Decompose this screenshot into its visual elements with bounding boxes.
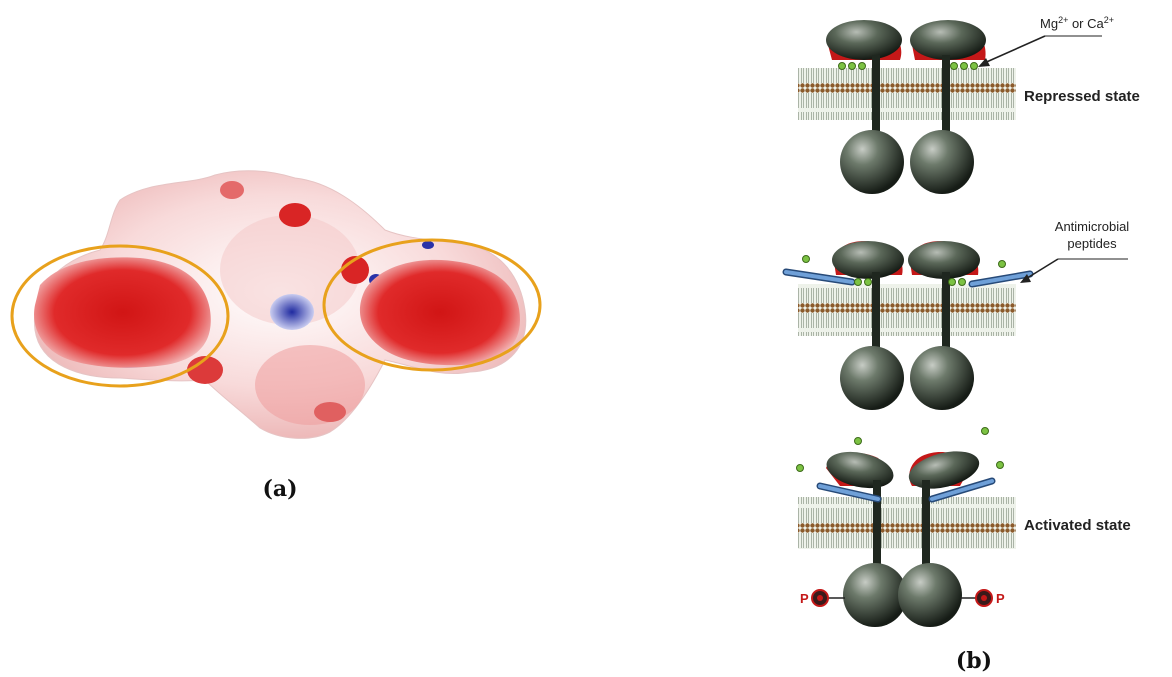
ion-label: Mg2+ or Ca2+: [1040, 15, 1114, 31]
periplasmic-domain: [908, 241, 980, 279]
caption-b: (b): [956, 648, 992, 674]
transmembrane-helix: [873, 480, 881, 575]
cytoplasmic-domain: [840, 346, 904, 410]
acidic-patch-left: [34, 257, 211, 368]
phospho-label: P: [996, 591, 1005, 606]
membrane-bilayer: [798, 284, 1016, 336]
pink-shading: [255, 345, 365, 425]
cytoplasmic-domain: [910, 130, 974, 194]
cytoplasmic-domain: [840, 130, 904, 194]
cytoplasmic-domain: [898, 563, 962, 627]
transmembrane-helix: [922, 480, 930, 575]
state-label-repressed: Repressed state: [1024, 88, 1140, 105]
state-label-activated: Activated state: [1024, 517, 1131, 534]
phospho-label: P: [800, 591, 809, 606]
divalent-cations: [796, 427, 1004, 472]
acidic-patch-right: [359, 259, 520, 366]
periplasmic-domain: [832, 241, 904, 279]
highlight-ellipse-left: [10, 244, 230, 388]
periplasmic-domain: [908, 451, 980, 489]
panel-b: Mg2+ or Ca2+ Repressed state: [782, 15, 1140, 674]
arrow-head-icon: [978, 58, 990, 67]
divalent-cations: [838, 62, 978, 70]
transmembrane-helix: [942, 272, 950, 362]
periplasmic-domain: [826, 20, 902, 60]
highlight-ellipse-right: [322, 238, 542, 372]
panel-a: (a): [10, 170, 542, 502]
amp-binding-diagram: Antimicrobial peptides: [782, 219, 1130, 410]
transmembrane-helix: [872, 272, 880, 362]
peptide-label-line2: peptides: [1067, 236, 1117, 251]
acidic-spot: [220, 181, 244, 199]
ion-label-arrow: [981, 35, 1046, 65]
membrane-bilayer: [798, 497, 1016, 549]
caption-a: (a): [262, 476, 297, 502]
membrane-bilayer: [798, 68, 1016, 120]
periplasmic-domain: [826, 451, 894, 489]
cytoplasmic-domain: [843, 563, 907, 627]
divalent-cations: [802, 255, 1006, 286]
arrow-head-icon: [1020, 274, 1031, 283]
acidic-spot: [187, 356, 223, 384]
phospho-group-right: P: [960, 589, 1005, 607]
acidic-spot: [279, 203, 311, 227]
transmembrane-helix: [872, 55, 880, 145]
transmembrane-helix: [942, 55, 950, 145]
antimicrobial-peptides: [782, 268, 1034, 288]
peptide-label-arrow: [1023, 258, 1059, 281]
antimicrobial-peptides: [816, 477, 996, 503]
cytoplasmic-domain: [910, 346, 974, 410]
periplasmic-domain: [910, 20, 986, 60]
phospho-group-left: P: [800, 589, 845, 607]
basic-patch: [422, 241, 434, 249]
basic-patch: [270, 294, 314, 330]
repressed-state-diagram: Mg2+ or Ca2+ Repressed state: [798, 15, 1140, 194]
acidic-spot: [314, 402, 346, 422]
activated-state-diagram: P P Activated state: [796, 427, 1131, 627]
peptide-label-line1: Antimicrobial: [1055, 219, 1130, 234]
